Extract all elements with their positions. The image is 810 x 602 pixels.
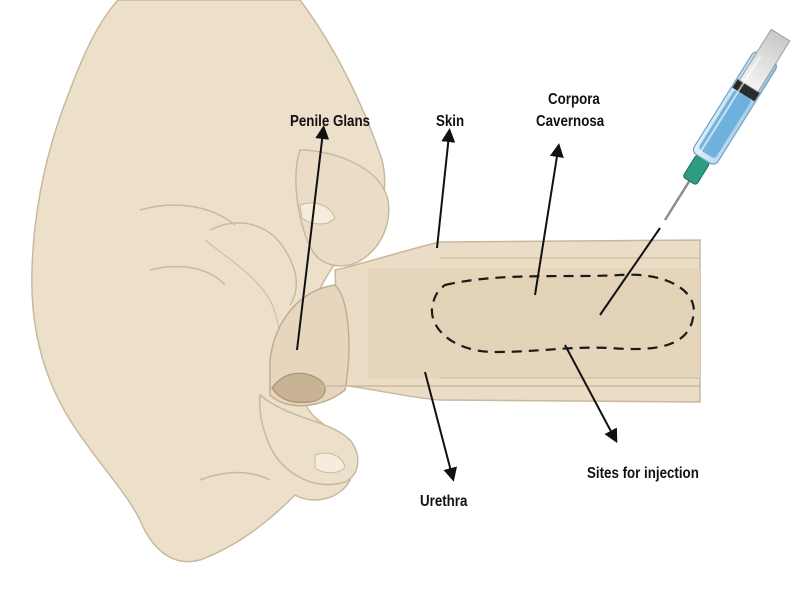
finger-crease-2 <box>149 265 226 286</box>
arrow-urethra <box>424 371 457 482</box>
knuckle-line <box>209 222 297 306</box>
arrow-penile-glans <box>296 125 330 351</box>
arrow-sites-for-injection <box>564 344 618 444</box>
meatus <box>271 372 326 404</box>
label-urethra: Urethra <box>420 493 468 510</box>
label-corpora-line2: Cavernosa <box>536 113 605 130</box>
index-finger <box>295 149 390 267</box>
penile-glans <box>269 284 700 407</box>
finger-crease-1 <box>139 204 236 226</box>
label-skin: Skin <box>436 113 465 130</box>
syringe-icon <box>663 28 791 221</box>
arrow-skin <box>436 128 456 249</box>
plunger-rod <box>738 28 791 93</box>
label-penile-glans: Penile Glans <box>290 113 371 130</box>
thumbnail <box>314 452 346 474</box>
arrow-injection-line <box>599 227 661 316</box>
plunger-stopper <box>732 79 760 102</box>
injection-sites-outline <box>430 273 695 354</box>
pointer-arrows <box>296 125 661 482</box>
finger-crease-3 <box>199 471 271 481</box>
needle <box>663 180 691 221</box>
label-sites-for-injection: Sites for injection <box>587 465 699 482</box>
arrow-corpora-cavernosa <box>534 143 564 296</box>
label-corpora-line1: Corpora <box>548 91 600 108</box>
syringe-liquid <box>699 90 751 158</box>
